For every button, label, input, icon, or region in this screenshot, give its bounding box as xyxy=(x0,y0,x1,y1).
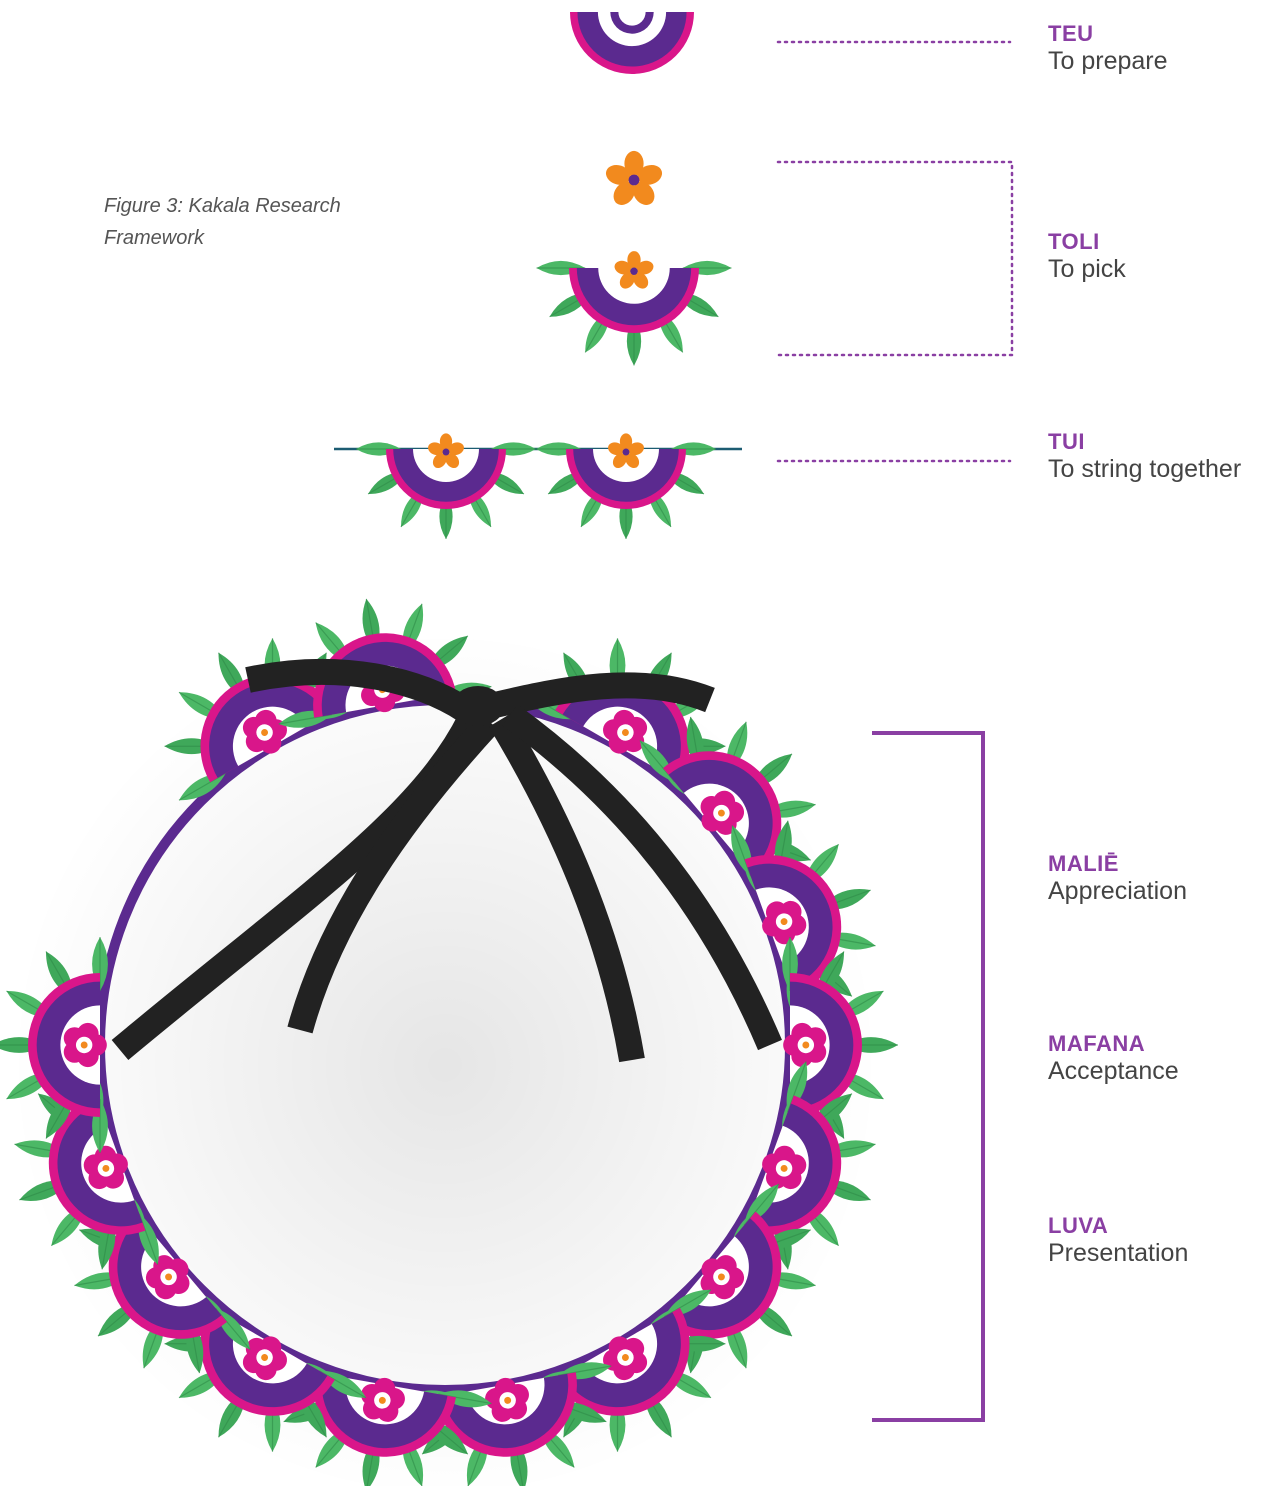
teu-half-circle-icon xyxy=(570,12,694,74)
stage-subtitle: To string together xyxy=(1048,454,1241,484)
tui-strung-motifs-icon xyxy=(334,433,742,539)
stage-subtitle: Acceptance xyxy=(1048,1056,1179,1086)
outcomes-bracket xyxy=(872,733,983,1420)
toli-flower-motif-icon xyxy=(537,251,732,365)
stage-subtitle: Presentation xyxy=(1048,1238,1188,1268)
connector-lines xyxy=(778,42,1012,461)
stage-mafana: MAFANA Acceptance xyxy=(1048,1032,1179,1086)
stage-title: LUVA xyxy=(1048,1214,1188,1238)
stage-tui: TUI To string together xyxy=(1048,430,1241,484)
orange-flower-icon xyxy=(603,151,664,209)
stage-luva: LUVA Presentation xyxy=(1048,1214,1188,1268)
stage-teu: TEU To prepare xyxy=(1048,22,1168,76)
figure-caption: Figure 3: Kakala Research Framework xyxy=(104,190,404,254)
stage-title: TEU xyxy=(1048,22,1168,46)
stage-subtitle: To prepare xyxy=(1048,46,1168,76)
stage-title: TUI xyxy=(1048,430,1241,454)
stage-malie: MALIĒ Appreciation xyxy=(1048,852,1187,906)
stage-title: TOLI xyxy=(1048,230,1126,254)
stage-subtitle: To pick xyxy=(1048,254,1126,284)
stage-title: MALIĒ xyxy=(1048,852,1187,876)
stage-subtitle: Appreciation xyxy=(1048,876,1187,906)
stage-title: MAFANA xyxy=(1048,1032,1179,1056)
stage-toli: TOLI To pick xyxy=(1048,230,1126,284)
